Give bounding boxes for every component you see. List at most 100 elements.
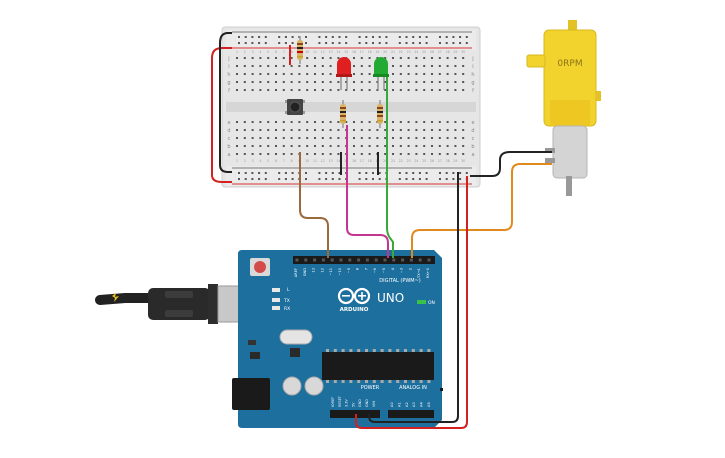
breadboard-hole[interactable]	[314, 57, 316, 59]
breadboard-hole[interactable]	[384, 121, 387, 123]
breadboard-hole[interactable]	[392, 65, 394, 67]
breadboard-hole[interactable]	[321, 57, 324, 59]
breadboard-hole[interactable]	[298, 65, 301, 67]
breadboard-hole[interactable]	[399, 73, 402, 75]
rail-hole[interactable]	[398, 36, 401, 38]
breadboard-hole[interactable]	[290, 121, 293, 123]
breadboard-hole[interactable]	[360, 57, 363, 59]
breadboard-hole[interactable]	[423, 153, 426, 155]
breadboard-hole[interactable]	[438, 121, 441, 123]
rail-hole[interactable]	[439, 42, 441, 44]
header-pin[interactable]	[321, 258, 325, 262]
breadboard-hole[interactable]	[275, 153, 277, 155]
breadboard-hole[interactable]	[275, 145, 277, 147]
rail-hole[interactable]	[425, 178, 428, 180]
breadboard-hole[interactable]	[251, 145, 254, 147]
breadboard-hole[interactable]	[368, 81, 371, 83]
header-pin[interactable]	[365, 258, 369, 262]
breadboard-hole[interactable]	[438, 145, 441, 147]
digital-header[interactable]	[293, 256, 435, 264]
breadboard-hole[interactable]	[314, 73, 316, 75]
breadboard-hole[interactable]	[423, 81, 426, 83]
green-wire-green-led[interactable]	[386, 77, 394, 258]
breadboard-hole[interactable]	[321, 65, 324, 67]
breadboard-hole[interactable]	[399, 57, 402, 59]
breadboard-hole[interactable]	[259, 89, 262, 91]
breadboard-hole[interactable]	[236, 129, 238, 131]
breadboard-hole[interactable]	[251, 81, 254, 83]
breadboard-hole[interactable]	[329, 129, 332, 131]
breadboard-hole[interactable]	[392, 153, 394, 155]
breadboard-hole[interactable]	[251, 89, 254, 91]
breadboard-hole[interactable]	[306, 153, 309, 155]
breadboard-hole[interactable]	[306, 89, 309, 91]
dc-power-jack[interactable]	[232, 378, 270, 410]
rail-hole[interactable]	[418, 178, 421, 180]
breadboard-hole[interactable]	[360, 145, 363, 147]
breadboard-hole[interactable]	[259, 57, 262, 59]
breadboard-hole[interactable]	[454, 89, 457, 91]
header-pin[interactable]	[357, 258, 361, 262]
breadboard-hole[interactable]	[431, 121, 433, 123]
breadboard-hole[interactable]	[407, 145, 410, 147]
breadboard-hole[interactable]	[368, 145, 371, 147]
red-wire-5v[interactable]	[355, 176, 468, 429]
breadboard-hole[interactable]	[267, 65, 270, 67]
header-pin[interactable]	[339, 258, 343, 262]
breadboard-hole[interactable]	[259, 65, 262, 67]
breadboard-hole[interactable]	[454, 81, 457, 83]
breadboard-hole[interactable]	[454, 121, 457, 123]
breadboard-hole[interactable]	[243, 81, 246, 83]
breadboard-hole[interactable]	[360, 89, 363, 91]
breadboard-hole[interactable]	[321, 137, 324, 139]
rail-hole[interactable]	[445, 172, 448, 174]
breadboard-hole[interactable]	[337, 129, 340, 131]
breadboard-hole[interactable]	[267, 145, 270, 147]
breadboard-hole[interactable]	[353, 89, 355, 91]
dc-gear-motor[interactable]: 0RPM	[526, 20, 601, 196]
breadboard-hole[interactable]	[368, 73, 371, 75]
breadboard-hole[interactable]	[438, 137, 441, 139]
breadboard-hole[interactable]	[298, 137, 301, 139]
breadboard-hole[interactable]	[462, 145, 465, 147]
rail-hole[interactable]	[425, 42, 428, 44]
breadboard-hole[interactable]	[407, 153, 410, 155]
rail-hole[interactable]	[445, 178, 448, 180]
breadboard-hole[interactable]	[360, 121, 363, 123]
rail-hole[interactable]	[465, 36, 468, 38]
breadboard-hole[interactable]	[415, 129, 418, 131]
breadboard-hole[interactable]	[454, 65, 457, 67]
rail-hole[interactable]	[278, 42, 281, 44]
rail-hole[interactable]	[425, 172, 428, 174]
breadboard-hole[interactable]	[360, 81, 363, 83]
breadboard-hole[interactable]	[446, 137, 449, 139]
rail-hole[interactable]	[398, 178, 401, 180]
rail-hole[interactable]	[405, 178, 408, 180]
breadboard-hole[interactable]	[329, 89, 332, 91]
breadboard-hole[interactable]	[251, 57, 254, 59]
breadboard-hole[interactable]	[423, 129, 426, 131]
breadboard-hole[interactable]	[251, 129, 254, 131]
breadboard-hole[interactable]	[384, 153, 387, 155]
breadboard-hole[interactable]	[275, 81, 277, 83]
breadboard-hole[interactable]	[399, 129, 402, 131]
breadboard-hole[interactable]	[462, 65, 465, 67]
rail-hole[interactable]	[378, 172, 381, 174]
rail-hole[interactable]	[425, 36, 428, 38]
breadboard-hole[interactable]	[236, 145, 238, 147]
rail-hole[interactable]	[338, 172, 341, 174]
rail-hole[interactable]	[238, 178, 240, 180]
breadboard-hole[interactable]	[243, 65, 246, 67]
breadboard-hole[interactable]	[251, 65, 254, 67]
breadboard-hole[interactable]	[314, 89, 316, 91]
breadboard-hole[interactable]	[314, 153, 316, 155]
magenta-wire-red-led[interactable]	[346, 125, 389, 258]
breadboard-hole[interactable]	[259, 73, 262, 75]
rail-hole[interactable]	[325, 42, 328, 44]
rail-hole[interactable]	[251, 36, 254, 38]
breadboard-hole[interactable]	[392, 145, 394, 147]
breadboard-hole[interactable]	[267, 153, 270, 155]
breadboard-hole[interactable]	[407, 129, 410, 131]
breadboard-hole[interactable]	[415, 89, 418, 91]
breadboard-hole[interactable]	[236, 137, 238, 139]
